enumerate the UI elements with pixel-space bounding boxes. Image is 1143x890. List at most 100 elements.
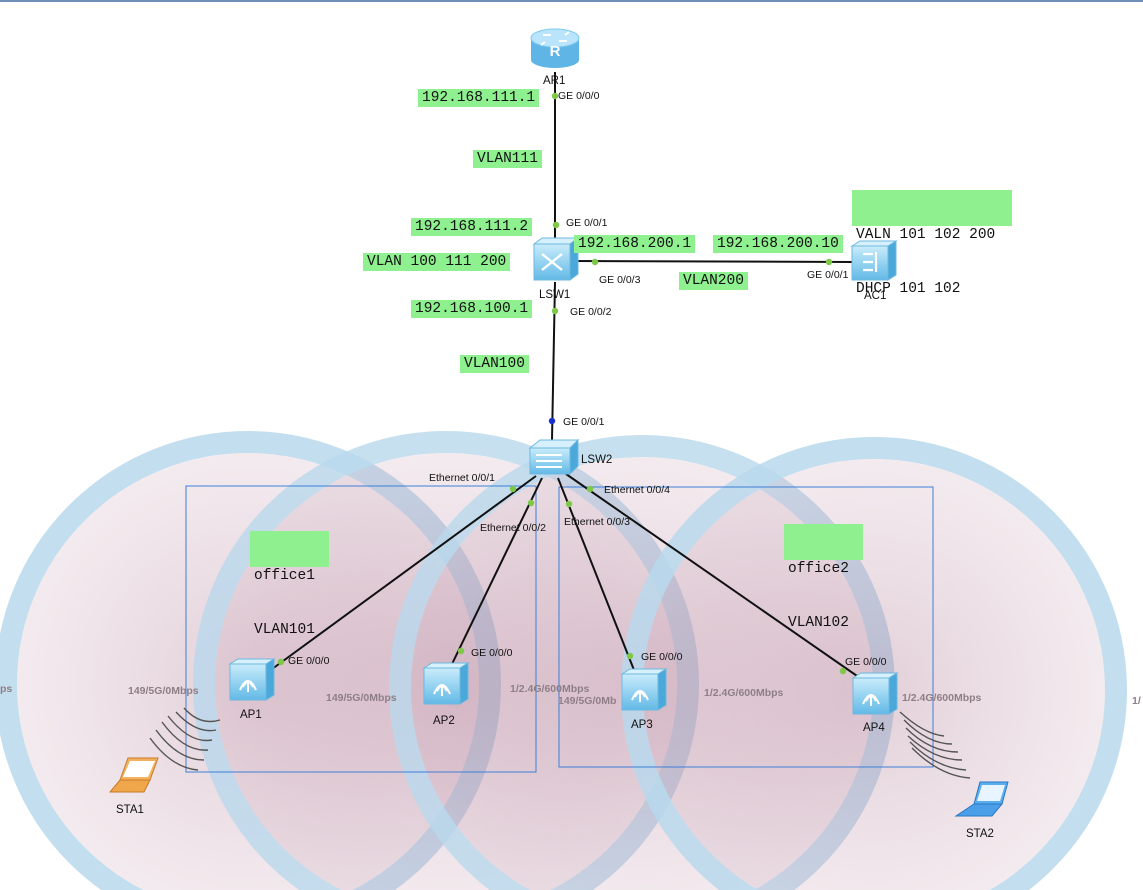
port-dot <box>825 258 833 266</box>
label-vlan100: VLAN100 <box>460 355 529 373</box>
wifi-signal-icon <box>149 707 221 771</box>
svg-text:R: R <box>550 43 561 60</box>
label-office1-name: office1 <box>254 568 315 584</box>
links <box>267 72 861 679</box>
port-label: Ethernet 0/0/4 <box>604 484 670 496</box>
port-dots <box>277 92 847 675</box>
office1-area[interactable] <box>185 485 537 773</box>
ac-ac1[interactable] <box>850 240 898 281</box>
ap-ap2[interactable] <box>422 662 470 705</box>
port-dot <box>565 500 573 508</box>
wireless-ap-icon <box>851 672 899 715</box>
label-ar1-ip: 192.168.111.1 <box>418 89 540 107</box>
wireless-ap-icon <box>422 662 470 705</box>
port-dot <box>591 258 599 266</box>
rate-label: 149/5G/0Mbps <box>128 685 199 697</box>
ap-ap3[interactable] <box>620 668 668 711</box>
switch-icon <box>528 438 580 476</box>
rate-label: 1/2.4G/600Mbps <box>510 683 590 695</box>
rate-label: 1/ <box>1132 695 1141 707</box>
port-label: Ethernet 0/0/3 <box>564 516 630 528</box>
device-label-lsw2: LSW2 <box>581 454 612 466</box>
port-label: GE 0/0/1 <box>566 217 608 229</box>
device-label-ap1: AP1 <box>240 709 262 721</box>
port-label: Ethernet 0/0/2 <box>480 522 546 534</box>
office2-area[interactable] <box>558 486 934 768</box>
label-ac1-config: VALN 101 102 200 DHCP 101 102 <box>852 190 1012 297</box>
link-lsw2-ap4[interactable] <box>565 473 861 679</box>
port-dot <box>552 221 560 229</box>
label-ac1-ip: 192.168.200.10 <box>713 235 843 253</box>
link-lsw1-lsw2[interactable] <box>551 281 556 441</box>
link-lsw1-ac1[interactable] <box>571 260 853 263</box>
port-dot <box>457 647 465 655</box>
label-lsw1-ip-up: 192.168.111.2 <box>411 218 533 236</box>
wireless-ap-icon <box>620 668 668 711</box>
device-label-ar1: AR1 <box>543 75 565 87</box>
port-label: GE 0/0/0 <box>288 655 330 667</box>
device-label-sta1: STA1 <box>116 804 144 816</box>
switch-lsw2[interactable] <box>528 438 580 476</box>
laptop-sta1[interactable] <box>108 757 159 793</box>
label-lsw1-ip-ac: 192.168.200.1 <box>574 235 696 253</box>
label-lsw1-vlans: VLAN 100 111 200 <box>363 253 511 271</box>
laptop-icon <box>108 757 159 793</box>
label-office1-vlan: VLAN101 <box>254 622 315 638</box>
device-label-ap4: AP4 <box>863 722 885 734</box>
rate-label: ps <box>0 683 12 695</box>
port-dot <box>551 307 559 315</box>
port-label: GE 0/0/0 <box>641 651 683 663</box>
label-vlan200: VLAN200 <box>679 272 748 290</box>
device-label-lsw1: LSW1 <box>539 289 570 301</box>
device-label-ac1: AC1 <box>864 290 886 302</box>
device-label-sta2: STA2 <box>966 828 994 840</box>
link-lsw2-ap3[interactable] <box>557 477 635 671</box>
port-dot <box>509 485 517 493</box>
port-label: GE 0/0/0 <box>471 647 513 659</box>
label-office1: office1 VLAN101 <box>250 531 329 638</box>
port-dot <box>586 485 594 493</box>
switch-icon <box>532 237 580 281</box>
port-label: Ethernet 0/0/1 <box>429 472 495 484</box>
ap-ap1[interactable] <box>228 658 276 701</box>
rate-label: 1/2.4G/600Mbps <box>704 687 784 699</box>
coverage-areas <box>0 431 1127 890</box>
rate-label: 1/2.4G/600Mbps <box>902 692 982 704</box>
port-label: GE 0/0/1 <box>807 269 849 281</box>
laptop-icon <box>954 781 1009 817</box>
ap4-coverage <box>621 437 1127 890</box>
rate-label: 149/5G/0Mb <box>558 695 616 707</box>
access-controller-icon <box>850 240 898 281</box>
label-office2-vlan: VLAN102 <box>788 615 849 631</box>
port-dot <box>277 658 285 666</box>
label-ac1-dhcp: DHCP 101 102 <box>856 281 961 297</box>
port-dot <box>548 417 556 425</box>
port-dot <box>839 667 847 675</box>
label-office2-name: office2 <box>788 561 849 577</box>
router-ar1[interactable]: R <box>530 28 580 68</box>
port-label: GE 0/0/2 <box>570 306 612 318</box>
rate-label: 149/5G/0Mbps <box>326 692 397 704</box>
device-label-ap2: AP2 <box>433 715 455 727</box>
ap-ap4[interactable] <box>851 672 899 715</box>
port-dot <box>527 499 535 507</box>
wireless-ap-icon <box>228 658 276 701</box>
switch-lsw1[interactable] <box>532 237 580 281</box>
link-lsw2-ap2[interactable] <box>451 477 543 665</box>
port-dot <box>626 652 634 660</box>
port-label: GE 0/0/1 <box>563 416 605 428</box>
label-ac1-vlan: VALN 101 102 200 <box>856 227 996 243</box>
link-lsw2-ap1[interactable] <box>267 475 537 673</box>
port-label: GE 0/0/0 <box>558 90 600 102</box>
label-vlan111: VLAN111 <box>473 150 542 168</box>
window-top-border <box>0 0 1143 2</box>
device-label-ap3: AP3 <box>631 719 653 731</box>
port-label: GE 0/0/0 <box>845 656 887 668</box>
wifi-signal-icon <box>899 711 971 779</box>
laptop-sta2[interactable] <box>954 781 1009 817</box>
label-lsw1-ip-down: 192.168.100.1 <box>411 300 533 318</box>
label-office2: office2 VLAN102 <box>784 524 863 631</box>
router-icon: R <box>530 28 580 68</box>
port-label: GE 0/0/3 <box>599 274 641 286</box>
